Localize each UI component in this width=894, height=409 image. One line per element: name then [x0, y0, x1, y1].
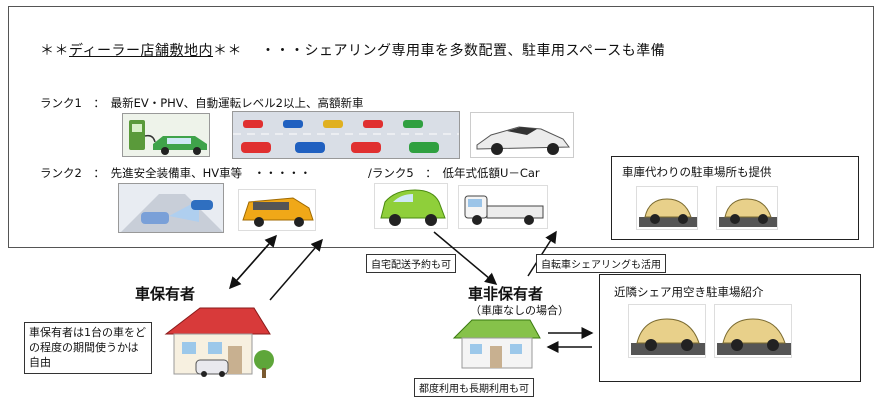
minivan-icon: [238, 189, 316, 231]
non-owner-sub: （車庫なしの場合）: [470, 304, 569, 317]
non-owner-heading: 車非保有者: [468, 285, 544, 303]
sports-car-icon: [470, 112, 574, 158]
green-house-icon: [452, 316, 542, 372]
arrow-dealer-to-nonowner: [433, 231, 498, 285]
dealer-title-desc: ・・・シェアリング専用車を多数配置、駐車用スペースも準備: [260, 43, 666, 59]
usage-label: 都度利用も長期利用も可: [414, 378, 534, 397]
parked-car-icon: [716, 186, 778, 230]
arrow-dealer-to-owner: [229, 235, 277, 290]
dealer-title: ＊＊ディーラー店舗敷地内＊＊ ・・・シェアリング専用車を多数配置、駐車用スペース…: [40, 43, 666, 59]
arrow-owner-to-dealer: [269, 238, 323, 301]
rank5-text: /ランク5 ： 低年式低額U－Car: [368, 166, 540, 180]
bicycle-share-label: 自転車シェアリングも活用: [536, 254, 666, 273]
ev-charger-icon: [122, 113, 210, 157]
rank2-text: ランク2 ： 先進安全装備車、HV車等 ・・・・・: [40, 166, 312, 180]
owner-note: 車保有者は1台の車をどの程度の期間使うかは自由: [24, 322, 152, 374]
rank1-text: ランク1 ： 最新EV・PHV、自動運転レベル2以上、高額新車: [40, 96, 364, 110]
safety-sensor-icon: [118, 183, 224, 233]
autonomous-traffic-icon: [232, 111, 460, 159]
home-delivery-label: 自宅配送予約も可: [366, 254, 456, 273]
parked-car-icon: [714, 304, 792, 358]
garage-box-title: 車庫代わりの駐車場所も提供: [622, 165, 772, 179]
owner-heading: 車保有者: [135, 285, 196, 303]
nearby-parking-title: 近隣シェア用空き駐車場紹介: [614, 285, 764, 299]
parked-car-icon: [636, 186, 698, 230]
house-icon: [160, 302, 278, 380]
parked-car-icon: [628, 304, 706, 358]
dealer-title-main: ディーラー店舗敷地内: [69, 43, 214, 59]
compact-car-icon: [374, 183, 448, 229]
kei-truck-icon: [458, 185, 548, 229]
